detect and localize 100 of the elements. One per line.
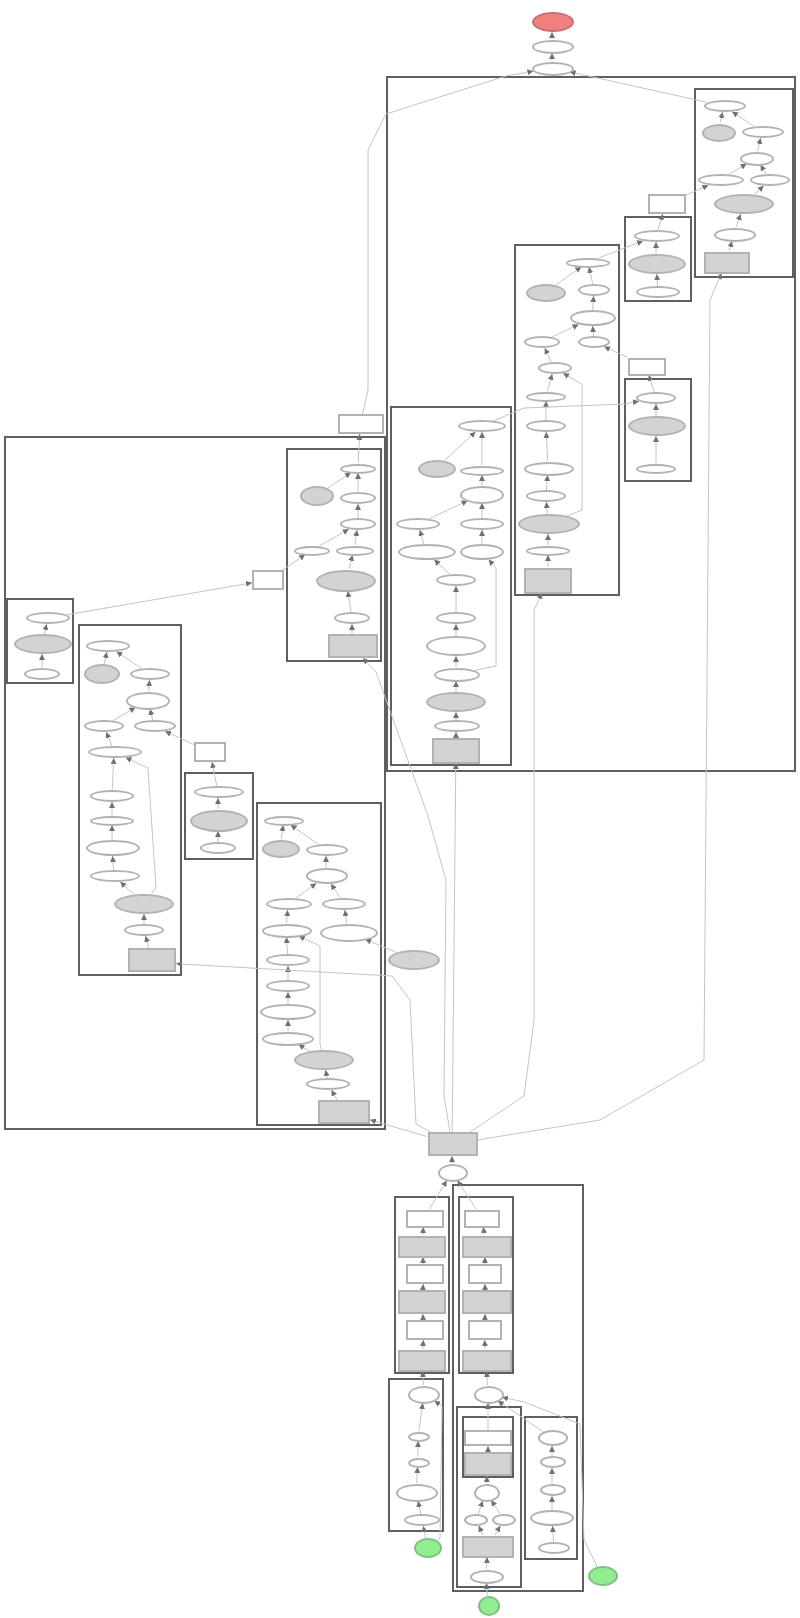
ellipse-node	[404, 1514, 440, 1526]
arrow	[544, 347, 552, 363]
arrow	[549, 52, 555, 62]
arrow	[112, 706, 136, 722]
arrow	[146, 679, 153, 692]
arrow	[477, 1500, 484, 1515]
ellipse-node	[396, 518, 440, 530]
group-frame	[4, 436, 386, 1130]
arrow	[543, 431, 550, 462]
arrow	[342, 909, 349, 924]
ellipse-node	[538, 1542, 570, 1554]
ellipse-node	[13, 634, 71, 654]
ellipse-node	[90, 790, 134, 802]
ellipse-node	[697, 174, 743, 186]
arrow	[418, 1402, 425, 1432]
ellipse-node	[294, 545, 330, 555]
ellipse-node	[739, 151, 773, 165]
ellipse-node	[316, 569, 376, 591]
arrow	[361, 69, 534, 415]
ellipse-node	[433, 720, 479, 732]
arrow	[323, 855, 329, 869]
rect-node	[462, 1535, 514, 1557]
ellipse-node	[526, 283, 566, 301]
arrow	[603, 346, 628, 358]
ellipse-node	[524, 336, 560, 348]
ellipse-node	[407, 1431, 429, 1441]
ellipse-node	[436, 612, 476, 624]
arrow	[657, 213, 664, 231]
ellipse-node	[85, 840, 139, 856]
arrow	[279, 824, 286, 840]
arrow	[654, 273, 661, 287]
rect-node	[461, 1349, 511, 1371]
arrow	[364, 938, 398, 954]
arrow	[115, 651, 143, 670]
ellipse-node	[260, 1004, 316, 1020]
ellipse-node	[133, 720, 175, 732]
rect-node	[467, 1320, 501, 1340]
arrow	[735, 213, 742, 228]
ellipse-node	[460, 465, 504, 475]
ellipse-node	[395, 1483, 437, 1501]
ellipse-node	[114, 894, 174, 914]
arrow	[414, 1466, 421, 1484]
arrow	[549, 1445, 555, 1457]
arrow	[419, 1283, 426, 1291]
group-frame	[390, 406, 512, 766]
arrow	[323, 1069, 330, 1079]
arrow	[148, 708, 155, 721]
group-frame	[386, 76, 796, 772]
arrow	[290, 824, 319, 845]
arrow	[164, 730, 195, 746]
rect-node	[318, 1100, 370, 1124]
arrow	[175, 961, 431, 1133]
ellipse-node	[319, 923, 377, 941]
arrow	[284, 909, 291, 924]
arrow	[215, 830, 221, 843]
ellipse-node	[89, 870, 139, 882]
arrow	[453, 623, 459, 637]
arrow	[501, 1395, 598, 1568]
ellipse-node	[531, 12, 573, 32]
arrow	[494, 1525, 501, 1536]
ellipse-node	[408, 1385, 440, 1403]
ellipse-node	[437, 1163, 467, 1181]
arrow	[421, 1525, 428, 1539]
group-frame	[624, 216, 692, 302]
ellipse-node	[322, 898, 366, 910]
ellipse-node	[460, 518, 504, 530]
arrow	[285, 991, 291, 1005]
rect-node	[432, 737, 480, 763]
ellipse-node	[636, 463, 676, 473]
arrow	[485, 1445, 491, 1453]
arrow	[42, 623, 49, 635]
group-frame	[256, 802, 382, 1126]
arrow	[647, 374, 655, 393]
ellipse-node	[86, 640, 130, 652]
ellipse-node	[460, 544, 504, 560]
arrow	[727, 240, 734, 252]
ellipse-node	[703, 100, 745, 112]
ellipse-node	[469, 1569, 503, 1583]
arrow	[598, 240, 644, 259]
ellipse-node	[523, 461, 573, 475]
ellipse-node	[407, 1457, 429, 1467]
ellipse-node	[531, 61, 573, 75]
rect-node	[703, 251, 749, 273]
ellipse-node	[340, 518, 376, 530]
arrow	[285, 965, 291, 981]
arrow	[110, 757, 117, 791]
arrow	[110, 855, 116, 871]
arrow	[478, 1525, 484, 1536]
rect-node	[327, 634, 377, 658]
arrow	[444, 431, 477, 461]
arrow	[756, 137, 763, 152]
arrow	[348, 554, 354, 570]
arrow	[684, 184, 709, 197]
rect-node	[128, 948, 176, 972]
group-frame	[694, 88, 794, 278]
arrow	[481, 1313, 488, 1321]
arrow	[549, 1495, 555, 1511]
arrow	[753, 185, 765, 196]
arrow	[105, 731, 113, 747]
arrow	[549, 1467, 555, 1485]
